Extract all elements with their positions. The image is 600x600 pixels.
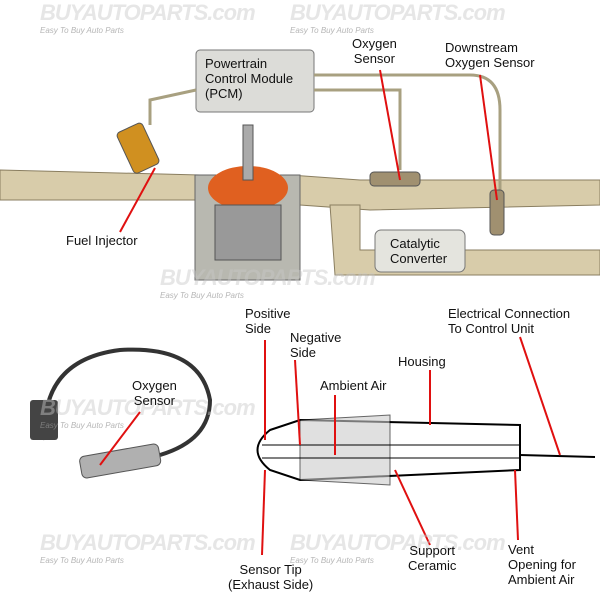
pointer-lines-top	[119, 69, 498, 233]
sensor-tip-label: Sensor Tip(Exhaust Side)	[228, 562, 314, 592]
sensor-pointer-line	[99, 411, 141, 466]
spark-plug	[242, 124, 254, 181]
pcm-box	[195, 49, 315, 113]
sensor-cross-section	[256, 414, 596, 486]
combustion-flame	[208, 166, 288, 210]
upstream-sensor	[369, 171, 421, 187]
downstream-sensor	[489, 189, 505, 236]
pointer-lines-bottom	[261, 336, 561, 556]
housing-label: Housing	[398, 354, 446, 369]
ambient-air-label: Ambient Air	[320, 378, 387, 393]
fuel-injector-label: Fuel Injector	[66, 233, 138, 248]
sensor-wire	[42, 347, 213, 457]
connector-plug	[30, 400, 58, 440]
piston	[214, 204, 282, 261]
fuel-injector-part	[116, 122, 160, 174]
sensor-body	[79, 443, 162, 479]
sensor-wiring	[148, 73, 502, 190]
catalytic-converter-box	[374, 229, 466, 273]
intake-manifold	[0, 169, 216, 201]
